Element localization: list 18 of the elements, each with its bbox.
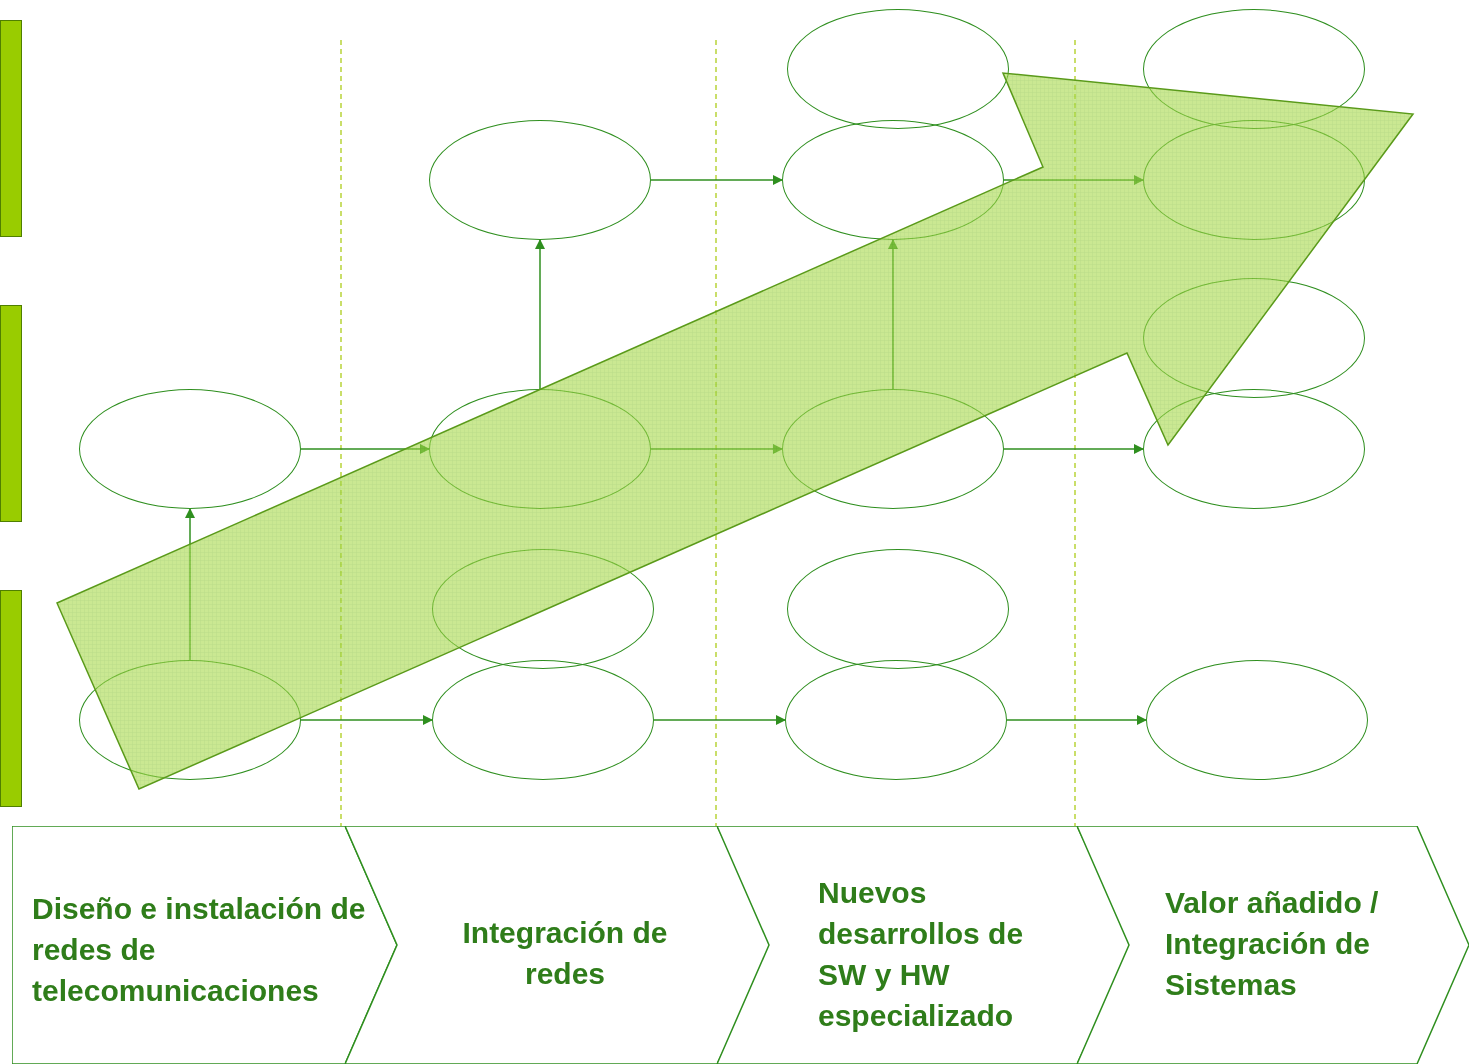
arrow [535,239,545,390]
side-bar [0,305,22,522]
arrow [888,239,898,390]
arrow [300,715,433,725]
arrow [653,715,786,725]
arrow [185,508,195,661]
arrow [300,444,430,454]
side-bar [0,590,22,807]
arrow [1003,444,1144,454]
stage-label: Nuevos desarrollos de SW y HW especializado [818,875,1025,1034]
stage-label: Diseño e instalación de redes de telecomunicaciones [32,891,367,1009]
arrow [650,444,783,454]
stage-label: Integración de redes [461,915,669,992]
stage-label: Valor añadido / Integración de Sistemas [1165,885,1380,1003]
arrow [1006,715,1147,725]
side-bar [0,20,22,237]
arrow [1003,175,1144,185]
arrow [650,175,783,185]
